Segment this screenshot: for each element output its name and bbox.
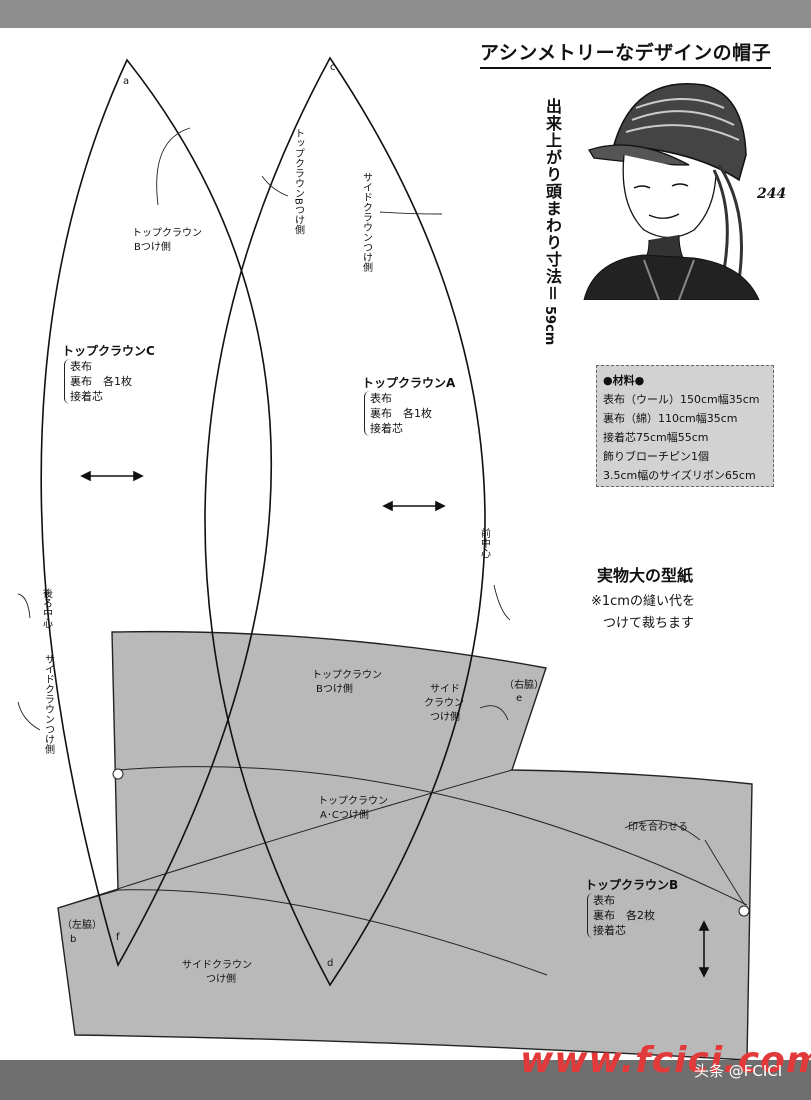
band-label-ac-line2: A･Cつけ側 bbox=[320, 810, 369, 821]
piece-b-label: トップクラウンB 表布 裏布 各2枚 接着芯 bbox=[585, 878, 678, 938]
head-size-label: 出来上がり頭まわり寸法＝ bbox=[543, 98, 562, 303]
label-top-b-side-line1: トップクラウン bbox=[132, 228, 202, 239]
piece-c-name: トップクラウンC bbox=[62, 344, 155, 358]
fabric-item: 裏布 各1枚 bbox=[70, 375, 132, 388]
source-credit: 头条 @FCICI bbox=[694, 1062, 783, 1080]
notch-left bbox=[112, 768, 124, 780]
band-label-top-b-line1: トップクラウン bbox=[312, 670, 382, 681]
bottom-scan-border bbox=[0, 1060, 811, 1100]
leader-lines bbox=[17, 127, 746, 906]
label-side-crown-vertical: サイドクラウンつけ側 bbox=[360, 172, 372, 272]
materials-item: 裏布（綿）110cm幅35cm bbox=[603, 412, 738, 425]
band-center-curve bbox=[117, 766, 748, 906]
top-crown-a-outline bbox=[204, 56, 486, 987]
top-crown-c-outline bbox=[40, 58, 273, 968]
actual-size-heading: 実物大の型紙 bbox=[597, 566, 694, 585]
top-scan-border bbox=[0, 0, 811, 28]
hat-model-illustration bbox=[583, 83, 760, 300]
page-title: アシンメトリーなデザインの帽子 bbox=[480, 38, 772, 69]
materials-item: 表布（ウール）150cm幅35cm bbox=[603, 393, 760, 406]
notch-right bbox=[738, 905, 750, 917]
point-c: c bbox=[330, 62, 336, 73]
label-side-crown-left-vertical: サイドクラウンつけ側 bbox=[42, 654, 54, 754]
bottom-label-side-line2: つけ側 bbox=[206, 974, 236, 985]
point-e: e bbox=[516, 693, 523, 704]
piece-c-label: トップクラウンC 表布 裏布 各1枚 接着芯 bbox=[62, 344, 155, 404]
band-diagonal-1 bbox=[57, 769, 513, 909]
point-d: d bbox=[327, 958, 334, 969]
label-match-marks: 印を合わせる bbox=[628, 822, 688, 833]
seam-note-line1: ※1cmの縫い代を bbox=[591, 594, 695, 609]
fabric-item: 接着芯 bbox=[593, 924, 626, 937]
materials-item: 3.5cm幅のサイズリボン65cm bbox=[603, 469, 756, 482]
fabric-item: 表布 bbox=[593, 894, 615, 907]
band-label-ac-line1: トップクラウン bbox=[318, 796, 388, 807]
point-b: b bbox=[70, 934, 77, 945]
bottom-label-side-line1: サイドクラウン bbox=[182, 960, 252, 971]
fabric-item: 裏布 各2枚 bbox=[593, 909, 655, 922]
piece-a-fabrics: 表布 裏布 各1枚 接着芯 bbox=[364, 391, 455, 436]
piece-b-fabrics: 表布 裏布 各2枚 接着芯 bbox=[587, 893, 678, 938]
band-label-side-line1: サイド bbox=[430, 684, 460, 695]
fabric-item: 表布 bbox=[370, 392, 392, 405]
seam-note-line2: つけて裁ちます bbox=[603, 616, 695, 631]
grain-arrow-c bbox=[80, 470, 144, 482]
point-f: f bbox=[116, 932, 120, 943]
site-watermark: www.fcici.com bbox=[520, 1040, 811, 1081]
materials-item: 飾りブローチピン1個 bbox=[603, 450, 709, 463]
piece-a-name: トップクラウンA bbox=[362, 376, 456, 390]
label-back-center: 後ろ中心 bbox=[40, 588, 52, 628]
page-number: 244 bbox=[757, 186, 787, 202]
materials-box: ●材料● 表布（ウール）150cm幅35cm 裏布（綿）110cm幅35cm 接… bbox=[596, 365, 774, 487]
head-size-value: 59cm bbox=[542, 306, 557, 346]
band-label-top-b-line2: Bつけ側 bbox=[316, 684, 353, 695]
fabric-item: 接着芯 bbox=[70, 390, 103, 403]
piece-c-fabrics: 表布 裏布 各1枚 接着芯 bbox=[64, 359, 155, 404]
label-top-b-side-line2: Bつけ側 bbox=[134, 242, 171, 253]
label-top-b-side-vertical: トップクラウンBつけ側 bbox=[292, 128, 304, 235]
piece-a-label: トップクラウンA 表布 裏布 各1枚 接着芯 bbox=[362, 376, 455, 436]
materials-heading: ●材料● bbox=[603, 374, 645, 387]
side-crown-band bbox=[57, 630, 753, 1061]
point-a: a bbox=[123, 76, 130, 87]
fabric-item: 接着芯 bbox=[370, 422, 403, 435]
band-label-side-line2: クラウン bbox=[424, 698, 464, 709]
piece-b-name: トップクラウンB bbox=[585, 878, 679, 892]
band-diagonal-2 bbox=[117, 889, 548, 976]
fabric-item: 裏布 各1枚 bbox=[370, 407, 432, 420]
band-label-side-line3: つけ側 bbox=[430, 712, 460, 723]
grain-arrow-b bbox=[698, 920, 710, 978]
materials-item: 接着芯75cm幅55cm bbox=[603, 431, 709, 444]
fabric-item: 表布 bbox=[70, 360, 92, 373]
grain-arrow-a bbox=[382, 500, 446, 512]
label-left-side: （左脇） bbox=[62, 920, 102, 931]
label-front-center: 前中心 bbox=[478, 528, 490, 558]
label-right-side: （右脇） bbox=[504, 680, 544, 691]
